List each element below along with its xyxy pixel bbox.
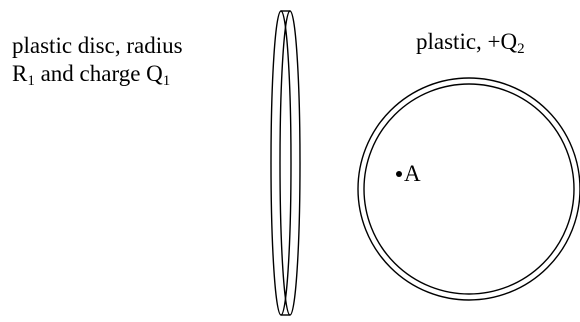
shell-outer-circle [357,77,580,301]
plastic-disc [270,10,301,316]
plastic-shell [357,77,580,301]
shell-charge-subscript: 2 [517,41,525,57]
point-a-text: A [404,161,421,186]
disc-charge-text: and charge Q [34,61,163,86]
disc-front-face [279,10,301,316]
shell-inner-circle [363,83,575,295]
disc-radius-symbol: R [12,61,28,86]
disc-label-text: plastic disc, radius [12,33,183,58]
shell-label: plastic, +Q2 [416,28,525,59]
disc-radius-subscript: 1 [27,73,35,89]
shell-charge-text: plastic, +Q [416,29,518,54]
disc-charge-subscript: 1 [162,73,171,89]
point-a-label: A [404,160,421,187]
point-a-dot [396,171,402,177]
disc-label-line2: R1 and charge Q1 [12,60,170,91]
disc-back-face [270,10,292,316]
disc-label-line1: plastic disc, radius [12,32,183,59]
